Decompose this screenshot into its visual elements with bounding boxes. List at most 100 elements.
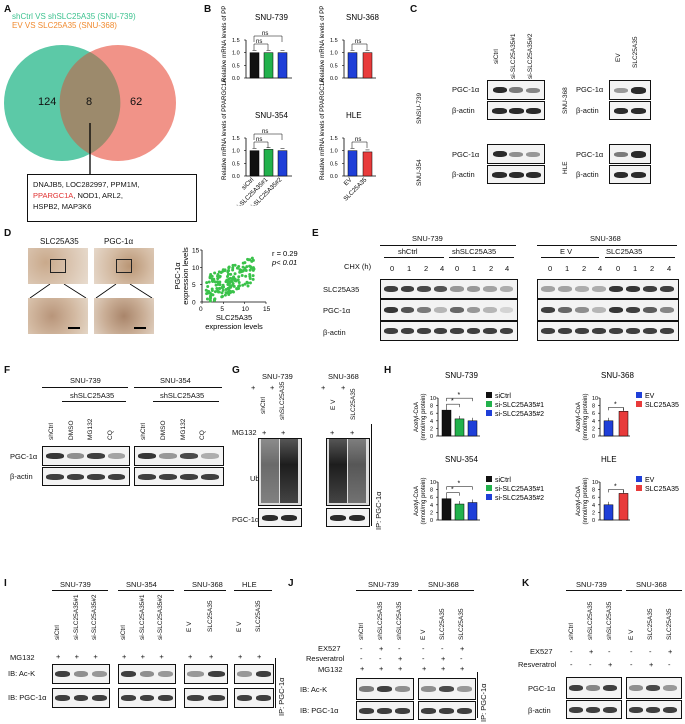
panel-label-h: H [384,365,392,376]
d-point [221,288,225,292]
d-point [251,266,255,270]
d-point [207,280,211,284]
d-point [220,291,224,295]
g-cell2: SNU-368 [328,372,359,381]
g-lane3: E V [330,399,337,410]
d-point [240,273,244,277]
d-point [244,274,248,278]
k-sign-ex: - [630,647,633,656]
h-tick: 10 [430,480,436,486]
g-pgc: PGC-1α [232,515,260,524]
j-sign-res: - [379,654,382,663]
d-point [245,265,249,269]
b-tick: 1.5 [330,136,338,142]
j-sign-ex: - [422,644,425,653]
f-blot-739-pgc [42,446,130,466]
j-sign-res: - [422,654,425,663]
panel-label-i: I [4,578,7,589]
b-bar [249,52,260,79]
h-bar [467,420,478,437]
k-ex: EX527 [530,647,553,656]
j-cell1: SNU-739 [368,580,399,589]
e-row-pgc: PGC-1α [323,306,351,315]
d-point [235,266,239,270]
i-blot-pgc [118,688,176,708]
b-bar [362,52,373,79]
d-point [211,279,215,283]
j-sign-mg: + [441,664,446,673]
c-lane-2: si-SLC25A35#1 [510,33,517,79]
d-col2: PGC-1α [104,237,134,246]
d-point [239,270,243,274]
d-point [210,288,214,292]
d-point [221,283,225,287]
g-blot-739-ub [258,438,302,506]
i-cell: SNU-739 [60,580,91,589]
k-sign-res: - [570,660,573,669]
i-lane: SLC25A35 [207,600,214,632]
j-sign-res: + [441,654,446,663]
h-star: * [614,483,617,490]
k-res: Resveratrol [518,660,557,669]
e-g4: SLC25A35 [606,247,643,256]
i-lane: si-SLC25A35#1 [138,594,146,640]
k-sign-ex: - [570,647,573,656]
i-lane: E V [236,621,243,632]
h-title: SNU-354 [445,455,478,464]
k-row1: PGC-1α [528,684,556,693]
h-legend-label: si-SLC25A35#1 [495,486,544,493]
c-blot-368-actin [609,101,651,120]
i-cell: HLE [242,580,257,589]
d-ytick: 0 [192,300,196,307]
b-bar [277,52,288,79]
d-point [227,277,231,281]
h-star: * [451,398,454,405]
e-time: 1 [472,264,477,273]
b-ns: ns [355,39,361,45]
d-point [248,264,252,268]
h-ylab1: Acetyl-CoA [414,486,420,516]
b-ylabel: Relative mRNA levels of PPARGC1A [221,6,228,82]
h-legend-label: EV [645,477,655,484]
g-plus2: + [270,383,275,392]
e-g2: shSLC25A35 [452,247,497,256]
d-point [220,294,224,298]
h-tick: 8 [592,404,595,410]
h-bar [441,498,452,521]
j-sign-mg: + [422,664,427,673]
ihc-slc-low [28,248,88,284]
d-xtick: 10 [242,306,250,313]
b-bar [362,151,373,177]
k-lane: SLC25A35 [666,608,673,640]
j-sign-mg: + [379,664,384,673]
b-tick: 0.0 [232,76,240,82]
f-cell2: SNU-354 [160,376,191,385]
h-legend-swatch [636,485,642,491]
i-lane: si-SLC25A35#1 [72,594,80,640]
d-point [216,277,220,281]
d-point [251,268,255,272]
d-point [230,277,234,281]
b-ylabel: Relative mRNA levels of PPARGC1A [221,78,228,180]
d-point [221,268,225,272]
b-tick: 0.5 [330,161,338,167]
i-blot-pgc [52,688,110,708]
j-blot-pgc [356,701,414,720]
gene-line-2: , NOD1, ARL2, [73,191,123,200]
e-time: 4 [667,264,672,273]
d-r: r = 0.29 [272,249,298,258]
venn-left-count: 124 [38,96,57,108]
k-blot-pgc [626,677,682,699]
h-star: * [451,487,454,494]
d-point [211,293,215,297]
d-point [234,279,238,283]
i-plus: + [56,652,61,661]
d-point [206,284,210,288]
d-point [210,274,214,278]
h-legend-label: si-SLC25A35#1 [495,402,544,409]
venn-overlap [59,52,121,154]
